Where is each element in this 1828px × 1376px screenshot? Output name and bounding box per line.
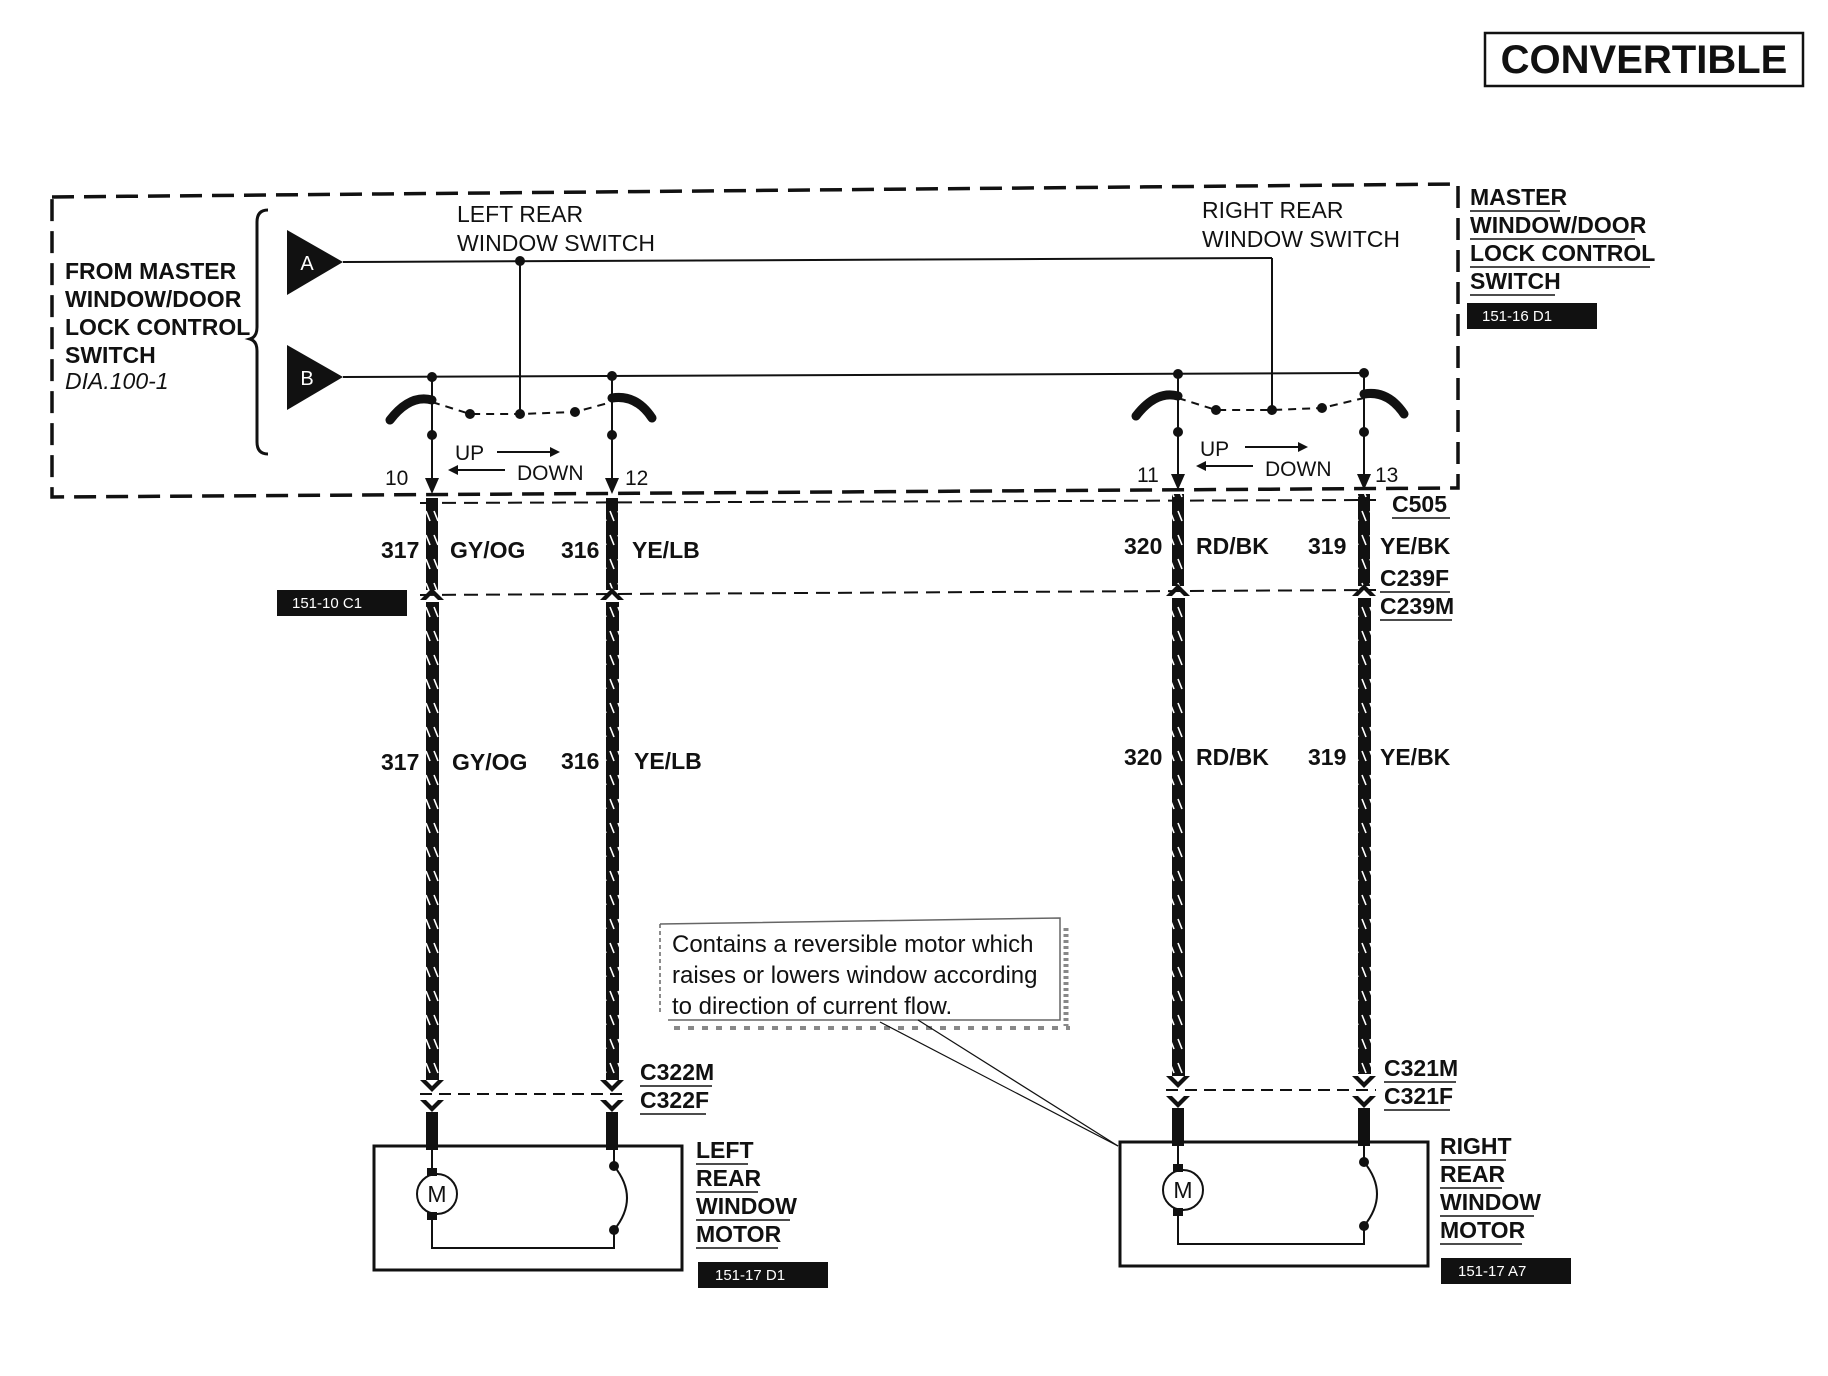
- right-motor-line-1: RIGHT: [1440, 1133, 1512, 1159]
- source-line-2: WINDOW/DOOR: [65, 286, 242, 312]
- master-ref: 151-16 D1: [1482, 308, 1552, 325]
- right-motor-line-3: WINDOW: [1440, 1189, 1541, 1215]
- left-switch-up: UP: [455, 442, 484, 465]
- c239m-label: C239M: [1380, 593, 1454, 619]
- note-line-2: raises or lowers window according: [672, 962, 1037, 989]
- note-line-3: to direction of current flow.: [672, 993, 952, 1020]
- c505-label: C505: [1392, 491, 1447, 517]
- connector-labels: C505 C239F C239M 151-10 C1: [277, 491, 1454, 621]
- c239-chevrons: [420, 584, 1376, 600]
- terminal-a: A: [287, 230, 343, 295]
- wire-317-upper-color: GY/OG: [450, 537, 525, 563]
- master-line-2: WINDOW/DOOR: [1470, 212, 1647, 238]
- wire-319-upper-color: YE/BK: [1380, 533, 1451, 559]
- right-motor-ref: 151-17 A7: [1458, 1263, 1526, 1280]
- wire-316-upper-color: YE/LB: [632, 537, 700, 563]
- c322-c321-chevrons: [420, 1076, 1376, 1112]
- wire-320-upper-circuit: 320: [1124, 533, 1162, 559]
- left-motor-ref: 151-17 D1: [715, 1267, 785, 1284]
- left-switch-line-2: WINDOW SWITCH: [457, 230, 655, 256]
- c322-c321-labels: C322M C322F C321M C321F: [640, 1055, 1458, 1115]
- source-bracket: [244, 208, 269, 456]
- c322m-label: C322M: [640, 1059, 714, 1085]
- terminal-b: B: [287, 345, 343, 410]
- wire-segments-upper: [426, 494, 1370, 590]
- right-switch-pin-13: 13: [1375, 464, 1398, 487]
- wire-316-lower-color: YE/LB: [634, 748, 702, 774]
- left-motor-line-2: REAR: [696, 1165, 762, 1191]
- wire-harness-long: [426, 598, 1371, 1080]
- wire-317-lower-circuit: 317: [381, 749, 419, 775]
- terminal-a-label: A: [300, 253, 314, 275]
- master-line-3: LOCK CONTROL: [1470, 240, 1655, 266]
- c239f-label: C239F: [1380, 565, 1449, 591]
- bus-a: [342, 257, 1273, 263]
- c321m-label: C321M: [1384, 1055, 1458, 1081]
- left-rear-window-switch: LEFT REAR WINDOW SWITCH UP DOWN 10 12: [385, 201, 657, 494]
- right-motor-line-2: REAR: [1440, 1161, 1506, 1187]
- wire-320-lower-color: RD/BK: [1196, 744, 1269, 770]
- c239-ref: 151-10 C1: [292, 595, 362, 612]
- source-label: FROM MASTER WINDOW/DOOR LOCK CONTROL SWI…: [65, 258, 250, 394]
- left-switch-pin-12: 12: [625, 467, 648, 490]
- source-line-1: FROM MASTER: [65, 258, 237, 284]
- convertible-title: CONVERTIBLE: [1483, 31, 1805, 88]
- right-switch-down: DOWN: [1265, 458, 1332, 481]
- wire-317-lower-color: GY/OG: [452, 749, 527, 775]
- right-switch-up: UP: [1200, 438, 1229, 461]
- c505-dashed-line: [419, 499, 1377, 504]
- right-rear-window-switch: RIGHT REAR WINDOW SWITCH UP DOWN 11 13: [1131, 197, 1409, 490]
- bus-a-junction: [515, 256, 525, 266]
- wire-319-upper-circuit: 319: [1308, 533, 1346, 559]
- left-motor-symbol: M: [427, 1181, 446, 1207]
- wire-320-upper-color: RD/BK: [1196, 533, 1269, 559]
- left-motor-line-1: LEFT: [696, 1137, 754, 1163]
- master-line-1: MASTER: [1470, 184, 1568, 210]
- bus-b: [342, 372, 1365, 378]
- lower-wire-labels: 317 GY/OG 316 YE/LB 320 RD/BK 319 YE/BK: [381, 744, 1451, 775]
- wire-316-upper-circuit: 316: [561, 537, 599, 563]
- wire-319-lower-color: YE/BK: [1380, 744, 1451, 770]
- master-switch-boundary: [50, 182, 1460, 499]
- left-switch-down: DOWN: [517, 462, 584, 485]
- terminal-b-label: B: [300, 368, 313, 390]
- source-line-3: LOCK CONTROL: [65, 314, 250, 340]
- title-text: CONVERTIBLE: [1501, 38, 1788, 82]
- right-switch-pin-11: 11: [1137, 464, 1159, 487]
- c239-dashed-line: [419, 589, 1377, 596]
- right-switch-line-1: RIGHT REAR: [1202, 197, 1343, 223]
- note-line-1: Contains a reversible motor which: [672, 931, 1034, 958]
- right-rear-window-motor: M RIGHT REAR WINDOW MOTOR 151-17 A7: [1118, 1133, 1571, 1284]
- master-module-label: MASTER WINDOW/DOOR LOCK CONTROL SWITCH 1…: [1467, 184, 1655, 329]
- right-motor-line-4: MOTOR: [1440, 1217, 1526, 1243]
- wire-316-lower-circuit: 316: [561, 748, 599, 774]
- c321f-label: C321F: [1384, 1083, 1453, 1109]
- left-rear-window-motor: M LEFT REAR WINDOW MOTOR 151-17 D1: [372, 1137, 828, 1288]
- motor-note: Contains a reversible motor which raises…: [659, 917, 1119, 1147]
- source-line-4: SWITCH: [65, 342, 156, 368]
- wire-319-lower-circuit: 319: [1308, 744, 1346, 770]
- left-switch-line-1: LEFT REAR: [457, 201, 583, 227]
- left-motor-line-3: WINDOW: [696, 1193, 797, 1219]
- right-switch-line-2: WINDOW SWITCH: [1202, 226, 1400, 252]
- master-line-4: SWITCH: [1470, 268, 1561, 294]
- wire-320-lower-circuit: 320: [1124, 744, 1162, 770]
- c322f-label: C322F: [640, 1087, 709, 1113]
- right-motor-symbol: M: [1173, 1177, 1192, 1203]
- left-motor-line-4: MOTOR: [696, 1221, 782, 1247]
- source-diagram-ref: DIA.100-1: [65, 368, 169, 394]
- wire-317-upper-circuit: 317: [381, 537, 419, 563]
- left-switch-pin-10: 10: [385, 467, 408, 490]
- upper-wire-labels: 317 GY/OG 316 YE/LB 320 RD/BK 319 YE/BK: [381, 533, 1451, 563]
